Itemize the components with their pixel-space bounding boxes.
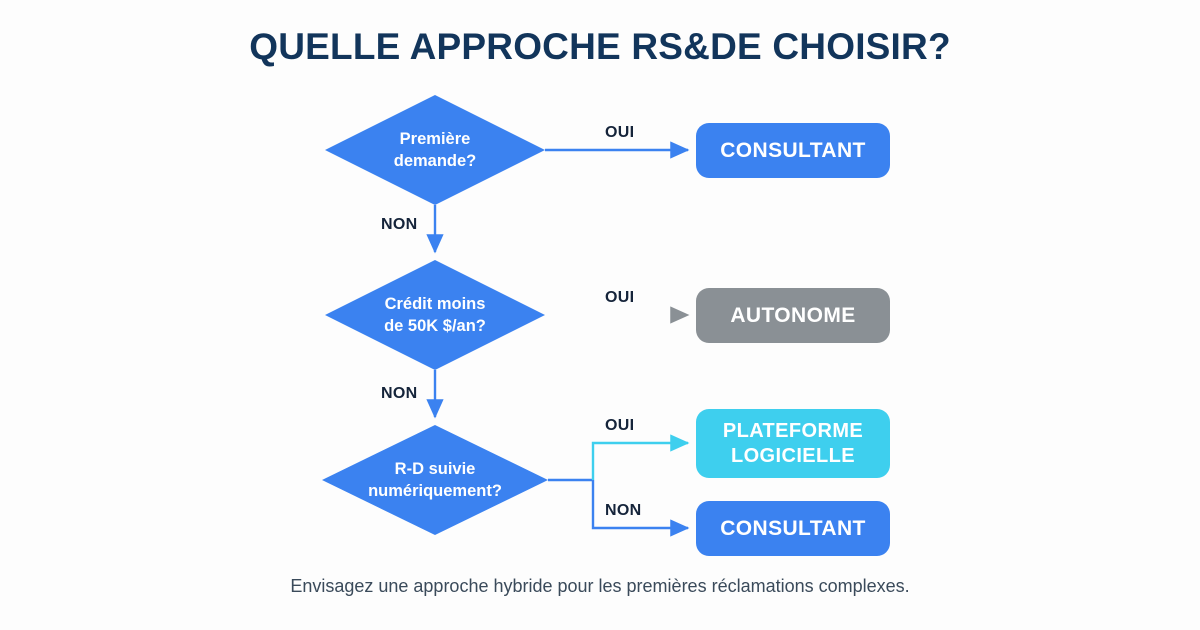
decision-diamond-rd-suivie-numeriquement[interactable] [322,425,548,535]
edge-label-d1-oui: OUI [605,124,635,141]
page-title: QUELLE APPROCHE RS&DE CHOISIR? [249,26,951,67]
edge-label-d3-oui: OUI [605,417,635,434]
result-box-consultant-2[interactable]: CONSULTANT [696,501,890,556]
connector-d3-oui [591,434,690,480]
connector-d3-non [591,480,690,537]
decision-diamond-premiere-demande[interactable] [325,95,545,205]
footer-note: Envisagez une approche hybride pour les … [290,576,910,596]
edge-label-d2-non: NON [381,385,418,402]
result-box-consultant-1[interactable]: CONSULTANT [696,123,890,178]
edge-label-d3-non: NON [605,502,642,519]
edge-label-d2-oui: OUI [605,289,635,306]
edge-label-d1-non: NON [381,216,418,233]
result-box-plateforme-logicielle[interactable]: PLATEFORME LOGICIELLE [696,409,890,478]
result-box-autonome[interactable]: AUTONOME [696,288,890,343]
decision-diamond-credit-moins-50k[interactable] [325,260,545,370]
